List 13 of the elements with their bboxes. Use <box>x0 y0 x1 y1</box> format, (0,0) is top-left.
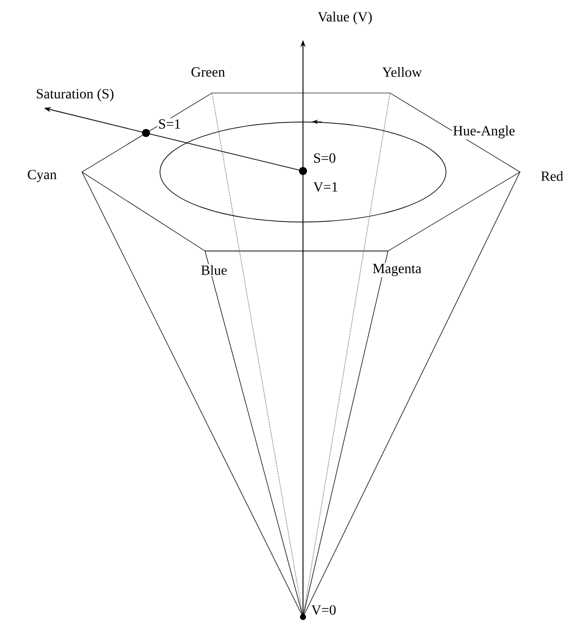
vertex-label: Saturation (S) <box>34 88 116 102</box>
vertex-label: S=1 <box>157 118 182 130</box>
vertex-label: S=0 <box>312 152 337 164</box>
vertex-label: Yellow <box>381 66 423 78</box>
vertex-label: Hue-Angle <box>452 124 516 140</box>
vertex-label: Value (V) <box>316 10 374 26</box>
vertex-label: Green <box>190 66 226 78</box>
vertex-label: V=0 <box>310 604 338 616</box>
vertex-label: Red <box>540 170 564 182</box>
vertex-label: Cyan <box>26 168 58 184</box>
vertex-label: Magenta <box>372 262 422 278</box>
vertex-label: Blue <box>200 264 228 276</box>
vertex-label: V=1 <box>312 181 340 193</box>
